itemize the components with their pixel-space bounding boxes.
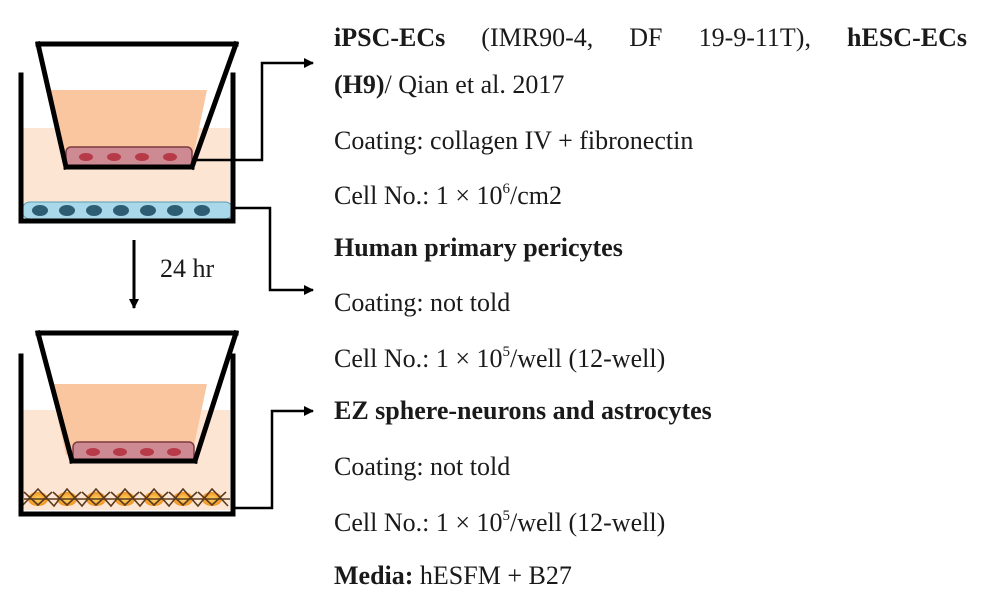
arrow-neurons-to-text (233, 406, 314, 510)
neurons-coating: Coating: not told (334, 452, 511, 481)
bottom-well-walls (18, 353, 236, 517)
ec-type-ipsc: iPSC-ECs (334, 23, 446, 52)
pericyte-layer (21, 201, 234, 220)
ec-coating: Coating: collagen IV + fibronectin (334, 126, 694, 155)
top-well (18, 40, 240, 224)
pericytes-heading: Human primary pericytes (334, 233, 623, 262)
ec-reference: / Qian et al. 2017 (384, 70, 565, 99)
bottom-ec-nuclei (86, 448, 181, 456)
ec-lines-3: 19-9-11T), (698, 23, 811, 52)
media: Media: hESFM + B27 (334, 561, 572, 590)
arrow-ec-to-text (196, 58, 314, 162)
top-insert-walls (35, 40, 240, 171)
neurons-heading: EZ sphere-neurons and astrocytes (334, 396, 712, 425)
ec-source-line-1: iPSC-ECs (IMR90-4, DF 19-9-11T), hESC-EC… (334, 23, 967, 53)
ec-cell-number: Cell No.: 1 × 106/cm2 (334, 181, 562, 210)
arrow-pericytes-to-text (233, 206, 314, 295)
pericytes-coating: Coating: not told (334, 288, 511, 317)
ec-lines-2: DF (629, 23, 663, 52)
bottom-insert-medium (50, 384, 207, 455)
top-insert-medium (50, 90, 207, 162)
bottom-insert-walls (34, 329, 240, 465)
time-label: 24 hr (160, 254, 215, 283)
ec-lines-1: (IMR90-4, (481, 23, 594, 52)
neurons-cell-number: Cell No.: 1 × 105/well (12-well) (334, 508, 666, 537)
top-ec-nuclei (79, 153, 177, 161)
top-well-walls (18, 72, 236, 224)
ec-hesc-line: (H9) (334, 70, 385, 99)
neuron-astrocyte-layer (21, 487, 230, 508)
ec-source-line-2: (H9)/ Qian et al. 2017 (334, 70, 564, 100)
pericytes-cell-number: Cell No.: 1 × 105/well (12-well) (334, 344, 666, 373)
bottom-well (18, 329, 240, 517)
ec-type-hesc: hESC-ECs (847, 23, 967, 52)
